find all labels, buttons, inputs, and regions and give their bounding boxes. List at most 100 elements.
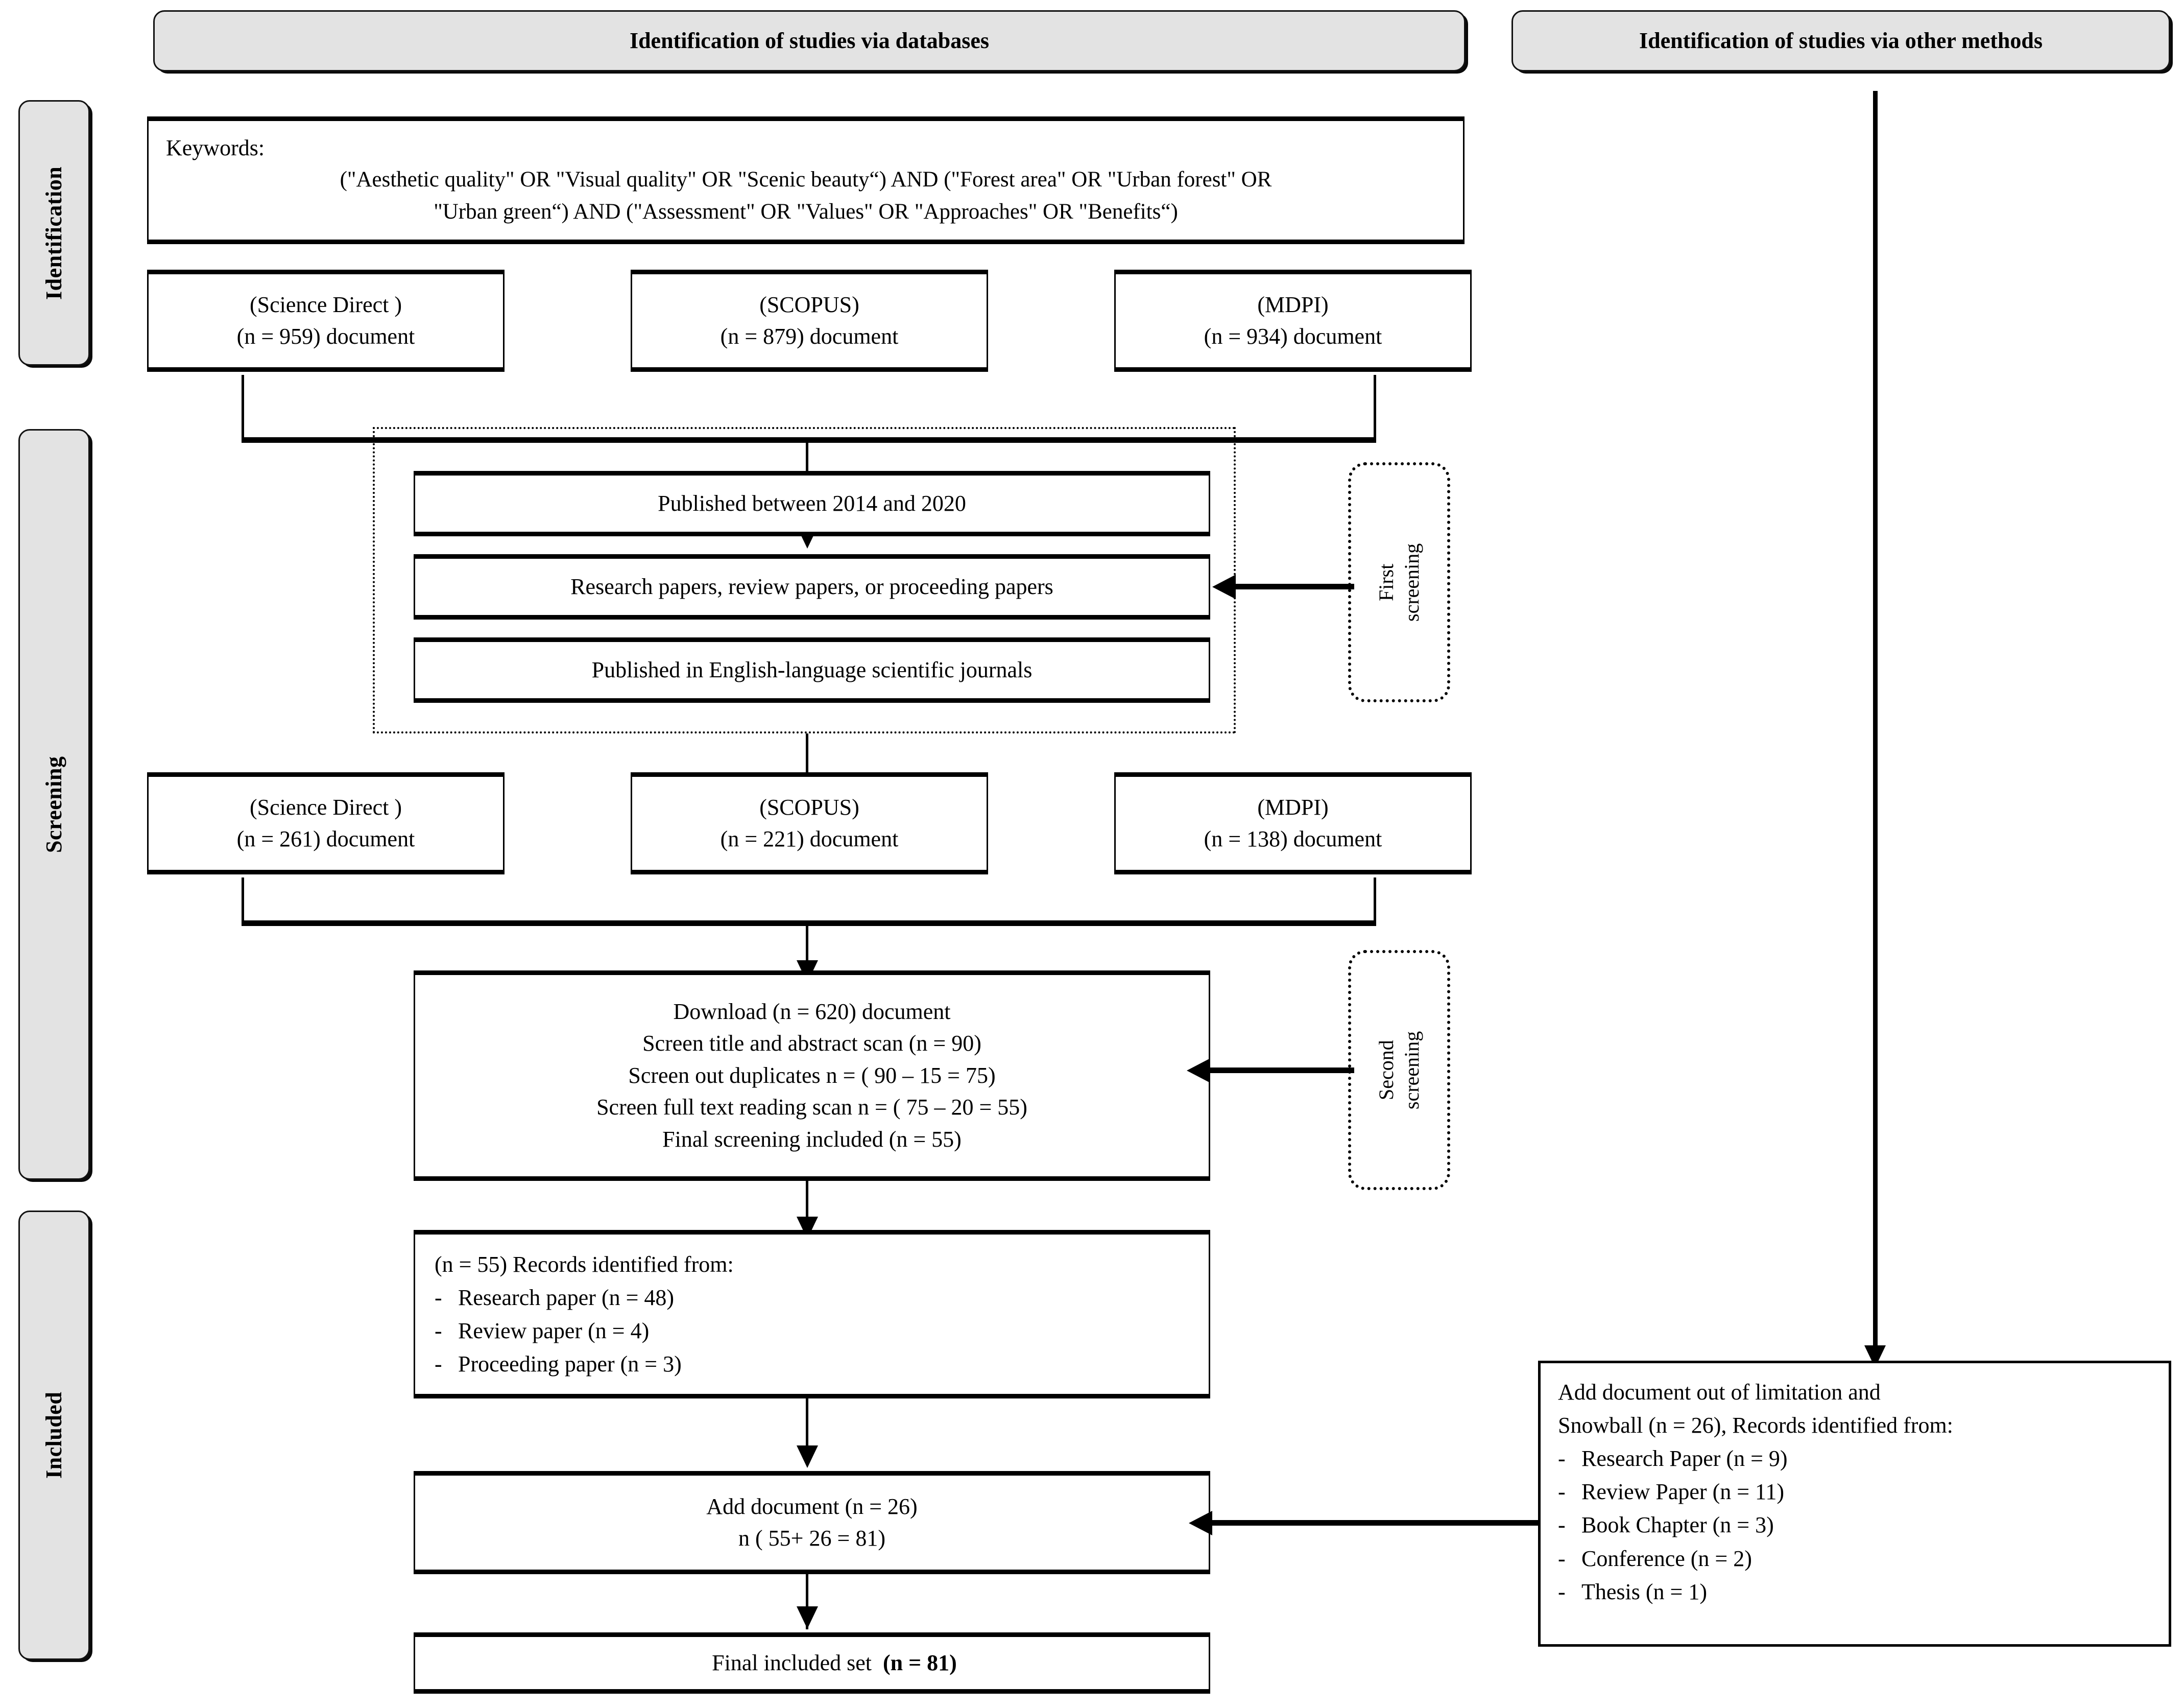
list-item: - Research paper (n = 48) <box>435 1281 682 1314</box>
screening-line: Final screening included (n = 55) <box>662 1126 962 1152</box>
criterion-label: Published in English-language scientific… <box>591 657 1033 682</box>
keywords-title: Keywords: <box>166 135 265 160</box>
list-item: - Proceeding paper (n = 3) <box>435 1347 682 1381</box>
source-count: (n = 934) document <box>1204 324 1382 349</box>
criterion-label: Published between 2014 and 2020 <box>658 490 966 516</box>
stage-label-included: Included <box>18 1211 90 1660</box>
records-identified-box: (n = 55) Records identified from: - Rese… <box>414 1230 1210 1398</box>
final-included-set-box: Final included set (n = 81) <box>414 1632 1210 1694</box>
stage-label-identification: Identification <box>18 100 90 366</box>
bullet-dash-icon: - <box>435 1318 442 1343</box>
arrow-head-left <box>1187 1058 1210 1083</box>
header-other-methods: Identification of studies via other meth… <box>1511 10 2170 72</box>
final-set-prefix: Final included set <box>712 1650 883 1675</box>
stage-label-identification-text: Identification <box>41 166 66 300</box>
stage-label-screening-text: Screening <box>41 756 66 853</box>
source-box-science-direct-screened: (Science Direct ) (n = 261) document <box>147 772 505 874</box>
screening-line: Screen out duplicates n = ( 90 – 15 = 75… <box>628 1062 996 1088</box>
arrow-head-down <box>797 1445 818 1468</box>
screening-line: Screen full text reading scan n = ( 75 –… <box>596 1095 1027 1120</box>
keywords-line-2: "Urban green“) AND ("Assessment" OR "Val… <box>434 200 1178 224</box>
add-document-line-1: Add document (n = 26) <box>706 1493 918 1519</box>
criterion-box-publication-years: Published between 2014 and 2020 <box>414 471 1210 536</box>
list-item-label: Research Paper (n = 9) <box>1581 1446 1788 1472</box>
other-methods-line-1: Add document out of limitation and <box>1558 1380 1881 1405</box>
other-methods-list: - Research Paper (n = 9) - Review Paper … <box>1558 1442 1788 1608</box>
source-name: (Science Direct ) <box>249 794 402 820</box>
records-identified-list: - Research paper (n = 48) - Review paper… <box>435 1281 682 1381</box>
source-count: (n = 221) document <box>720 826 899 851</box>
screening-line: Screen title and abstract scan (n = 90) <box>642 1031 981 1056</box>
source-name: (Science Direct ) <box>249 292 402 317</box>
header-databases: Identification of studies via databases <box>153 10 1466 72</box>
keywords-line-1: ("Aesthetic quality" OR "Visual quality"… <box>340 168 1272 192</box>
source-count: (n = 138) document <box>1204 826 1382 851</box>
connector-line <box>1374 877 1376 923</box>
other-methods-to-add-document-line <box>1212 1520 1539 1526</box>
source-box-mdpi-screened: (MDPI) (n = 138) document <box>1114 772 1472 874</box>
list-item-label: Research paper (n = 48) <box>458 1285 675 1310</box>
header-databases-label: Identification of studies via databases <box>629 28 990 53</box>
first-screening-arrow-line <box>1236 584 1354 589</box>
arrow-head-down <box>797 1606 818 1629</box>
source-name: (MDPI) <box>1257 794 1329 820</box>
other-methods-connector <box>1873 91 1878 1368</box>
list-item: - Review paper (n = 4) <box>435 1314 682 1347</box>
arrow-head-left <box>1212 575 1236 599</box>
list-item-label: Conference (n = 2) <box>1581 1546 1752 1571</box>
list-item: - Thesis (n = 1) <box>1558 1575 1788 1608</box>
source-box-scopus-initial: (SCOPUS) (n = 879) document <box>631 270 988 372</box>
other-methods-line-2: Snowball (n = 26), Records identified fr… <box>1558 1413 1953 1438</box>
list-item: - Research Paper (n = 9) <box>1558 1442 1788 1475</box>
connector-bus <box>242 437 1376 443</box>
list-item-label: Proceeding paper (n = 3) <box>458 1351 682 1377</box>
second-screening-results-box: Download (n = 620) document Screen title… <box>414 970 1210 1181</box>
source-count: (n = 879) document <box>720 324 899 349</box>
connector-bus <box>242 920 1376 926</box>
source-name: (MDPI) <box>1257 292 1329 317</box>
add-document-box: Add document (n = 26) n ( 55+ 26 = 81) <box>414 1471 1210 1574</box>
list-item-label: Review Paper (n = 11) <box>1581 1479 1785 1505</box>
bullet-dash-icon: - <box>435 1351 442 1377</box>
stage-label-included-text: Included <box>41 1391 66 1479</box>
final-set-value: (n = 81) <box>882 1650 957 1675</box>
list-item-label: Book Chapter (n = 3) <box>1581 1512 1774 1538</box>
second-screening-label-box: Second screening <box>1348 950 1450 1190</box>
source-count: (n = 261) document <box>236 826 415 851</box>
criterion-box-document-types: Research papers, review papers, or proce… <box>414 554 1210 620</box>
list-item: - Review Paper (n = 11) <box>1558 1475 1788 1508</box>
source-name: (SCOPUS) <box>759 794 859 820</box>
list-item-label: Review paper (n = 4) <box>458 1318 650 1343</box>
arrow-head-left <box>1189 1511 1212 1535</box>
first-screening-label-box: First screening <box>1348 462 1450 702</box>
connector-line <box>1374 375 1376 440</box>
list-item: - Book Chapter (n = 3) <box>1558 1508 1788 1541</box>
connector-line <box>242 877 244 923</box>
add-document-line-2: n ( 55+ 26 = 81) <box>738 1526 885 1551</box>
bullet-dash-icon: - <box>1558 1579 1566 1604</box>
source-box-scopus-screened: (SCOPUS) (n = 221) document <box>631 772 988 874</box>
stage-label-screening: Screening <box>18 429 90 1180</box>
connector-line <box>242 375 244 440</box>
second-screening-arrow-line <box>1210 1068 1354 1073</box>
connector-line <box>806 923 808 975</box>
keywords-box: Keywords: ("Aesthetic quality" OR "Visua… <box>147 116 1465 244</box>
bullet-dash-icon: - <box>1558 1546 1566 1571</box>
connector-line <box>806 1181 808 1242</box>
other-methods-box: Add document out of limitation and Snowb… <box>1538 1361 2171 1647</box>
connector-line <box>806 1574 808 1629</box>
source-name: (SCOPUS) <box>759 292 859 317</box>
second-screening-label: Second screening <box>1375 1031 1423 1109</box>
source-box-mdpi-initial: (MDPI) (n = 934) document <box>1114 270 1472 372</box>
bullet-dash-icon: - <box>1558 1479 1566 1505</box>
connector-line <box>806 1398 808 1465</box>
list-item-label: Thesis (n = 1) <box>1581 1579 1707 1604</box>
screening-line: Download (n = 620) document <box>673 999 951 1024</box>
bullet-dash-icon: - <box>1558 1512 1566 1538</box>
first-screening-label: First screening <box>1375 543 1423 622</box>
header-other-methods-label: Identification of studies via other meth… <box>1639 28 2043 53</box>
criterion-label: Research papers, review papers, or proce… <box>570 574 1053 599</box>
bullet-dash-icon: - <box>1558 1446 1566 1472</box>
criterion-box-language: Published in English-language scientific… <box>414 637 1210 703</box>
